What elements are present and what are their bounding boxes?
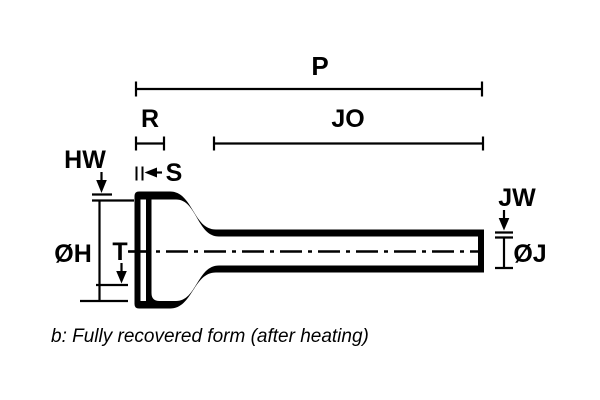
dim-label-jw: JW: [498, 184, 536, 212]
dimension-oh: ØH: [54, 200, 128, 303]
t-down-arrow-icon: [116, 271, 127, 284]
hw-down-arrow-icon: [96, 180, 107, 193]
dimension-s: S: [135, 159, 183, 187]
figure-caption: b: Fully recovered form (after heating): [51, 326, 369, 347]
dimension-hw: HW: [64, 146, 134, 202]
dimension-oj: ØJ: [495, 236, 547, 270]
dim-label-oj: ØJ: [513, 240, 546, 268]
s-left-arrow-icon: [144, 167, 157, 178]
dim-label-jo: JO: [331, 105, 364, 133]
dim-label-r: R: [141, 105, 159, 133]
dim-label-p: P: [311, 51, 328, 81]
dim-label-s: S: [166, 159, 183, 187]
part-end-face-slot: [140, 199, 146, 301]
dimension-t: T: [96, 238, 148, 287]
dimension-p: P: [134, 51, 484, 97]
dimension-r: R: [134, 105, 166, 151]
dim-label-oh: ØH: [54, 240, 92, 268]
dim-label-hw: HW: [64, 146, 106, 174]
jw-down-arrow-icon: [498, 218, 510, 231]
part-cavity: [151, 199, 478, 301]
dimension-jo: JO: [212, 105, 485, 151]
dimension-jw: JW: [495, 184, 536, 234]
part-cross-section: [134, 191, 484, 309]
dim-label-t: T: [112, 238, 127, 266]
